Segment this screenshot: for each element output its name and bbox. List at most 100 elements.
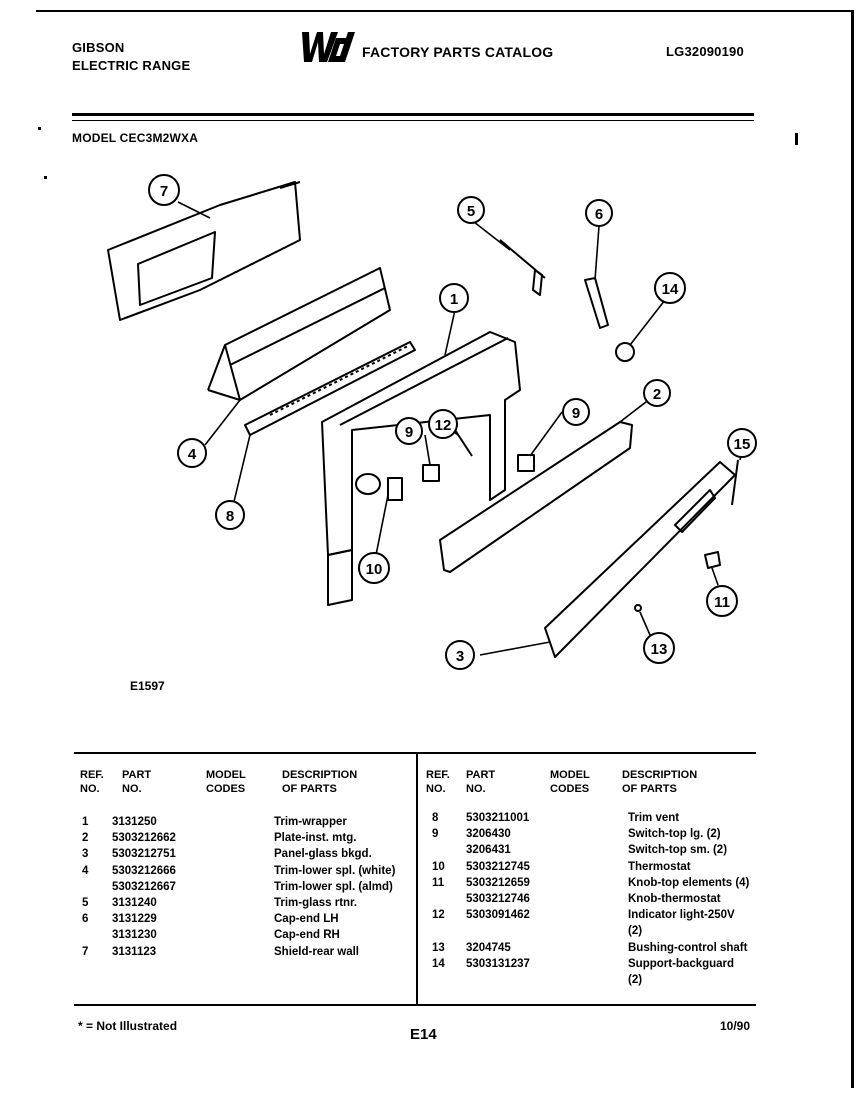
ref-cell: 2 (82, 832, 89, 845)
ref-cell: 6 (82, 913, 89, 926)
callout-15: 15 (727, 428, 757, 458)
part-number-cell: 3131250 (112, 816, 157, 828)
callout-6: 6 (585, 199, 613, 227)
description-cell: Thermostat (628, 860, 691, 873)
part-thermostat (355, 473, 403, 501)
table-row: 5303212746 Knob-thermostat (418, 893, 758, 909)
ref-cell: 5 (82, 897, 89, 909)
description-cell: Plate-inst. mtg. (274, 832, 357, 845)
part-cap-end (584, 277, 609, 329)
part-screw (731, 459, 739, 506)
ref-cell: 1 (82, 816, 89, 828)
margin-mark (795, 133, 798, 145)
callout-5: 5 (457, 196, 485, 224)
part-number-cell: 5303212746 (466, 893, 530, 905)
description-cell: Knob-thermostat (628, 893, 721, 905)
part-number-cell: 3206431 (466, 844, 511, 857)
callout-7: 7 (148, 174, 180, 206)
callout-14: 14 (654, 272, 686, 304)
svg-text:4: 4 (188, 446, 197, 463)
page-number: E14 (410, 1026, 437, 1043)
scan-speck (38, 127, 41, 130)
svg-text:14: 14 (662, 281, 679, 298)
part-plate-inst-mtg (439, 421, 633, 573)
part-number-cell: 5303212751 (112, 848, 176, 861)
svg-text:12: 12 (435, 417, 452, 434)
part-bushing (634, 604, 642, 612)
header-ref: REF.NO. (80, 769, 104, 795)
header-rule (72, 113, 754, 116)
revision-date: 10/90 (720, 1019, 751, 1033)
callout-11: 11 (706, 585, 738, 617)
callout-3: 3 (445, 640, 475, 670)
part-switch-top (422, 464, 440, 482)
ref-cell: 10 (432, 860, 445, 873)
description-cell: Cap-end LH (274, 913, 339, 926)
part-number-cell: 5303212667 (112, 880, 176, 893)
part-number-cell: 3206430 (466, 828, 511, 841)
callout-1: 1 (439, 283, 469, 313)
svg-text:13: 13 (651, 641, 668, 658)
part-number-cell: 3131229 (112, 913, 157, 926)
part-number-cell: 3131123 (112, 945, 157, 958)
part-number-cell: 3131230 (112, 929, 157, 942)
svg-text:10: 10 (366, 561, 383, 578)
description-cell: Panel-glass bkgd. (274, 848, 372, 861)
description-cell: Shield-rear wall (274, 945, 360, 958)
ref-cell: 8 (432, 812, 439, 824)
table-row: 3206431 Switch-top sm. (2) (418, 844, 758, 860)
callout-9-right: 9 (562, 398, 590, 426)
part-knob (704, 551, 721, 569)
part-number-cell: 5303211001 (466, 812, 530, 824)
table-row: (2) (418, 925, 758, 941)
svg-text:2: 2 (653, 386, 661, 403)
footnote: * = Not Illustrated (78, 1019, 178, 1033)
description-cell: Trim vent (628, 812, 680, 824)
svg-text:1: 1 (450, 291, 458, 308)
callout-10: 10 (358, 552, 390, 584)
header-ref: REF.NO. (426, 769, 450, 795)
catalog-number: LG32090190 (666, 44, 744, 59)
part-number-cell: 5303212666 (112, 864, 176, 877)
svg-text:8: 8 (226, 508, 234, 525)
table-row: 8 5303211001 Trim vent (418, 812, 758, 828)
exploded-parts-diagram: 7 5 6 1 14 4 2 12 9 9 8 15 10 11 3 13 (107, 174, 757, 670)
part-number-cell: 5303212659 (466, 876, 530, 889)
ref-cell: 11 (432, 876, 445, 889)
part-trim-vent (244, 341, 416, 436)
description-cell: (2) (628, 925, 643, 938)
ref-cell: 9 (432, 828, 439, 841)
description-cell: Knob-top elements (4) (628, 876, 750, 889)
ref-cell: 14 (432, 957, 445, 970)
description-cell: Support-backguard (628, 957, 735, 970)
table-row: 6 3131229 Cap-end LH (74, 913, 414, 929)
svg-text:5: 5 (467, 203, 475, 220)
model-line: MODEL CEC3M2WXA (72, 131, 199, 145)
scan-speck (44, 176, 47, 179)
wci-logo (302, 32, 355, 62)
description-cell: Switch-top sm. (2) (628, 844, 728, 857)
part-support-backguard (615, 342, 635, 362)
part-trim-glass-retainer (499, 239, 546, 296)
svg-text:11: 11 (714, 594, 730, 611)
figure-number: E1597 (130, 679, 165, 693)
header-rule-thin (72, 120, 754, 121)
table-column-divider (416, 754, 418, 1004)
part-trim-lower-splash (207, 267, 391, 401)
